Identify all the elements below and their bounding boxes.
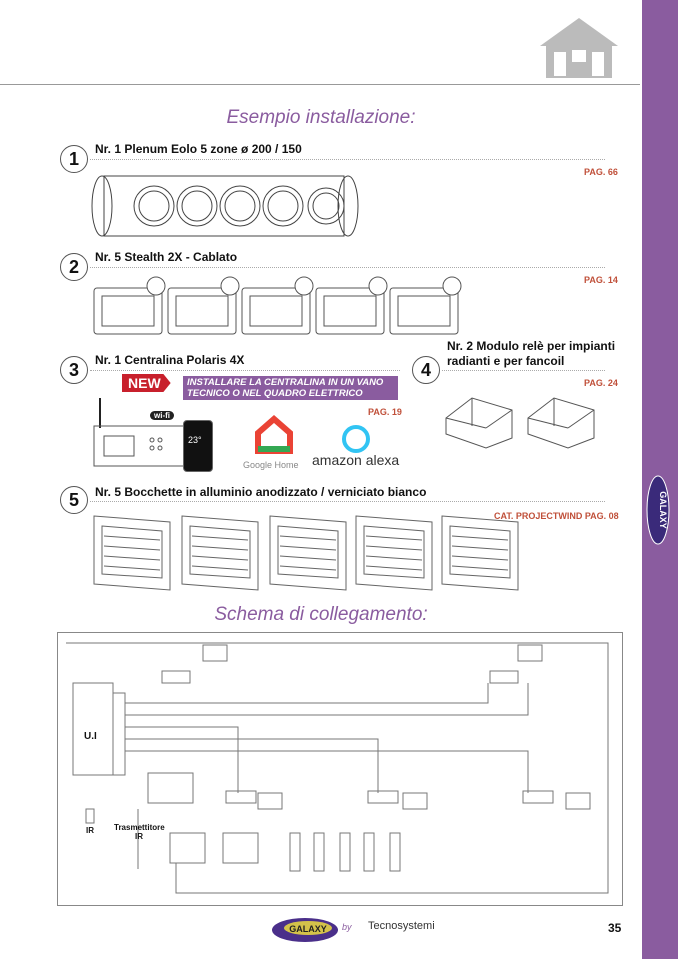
dotted-rule <box>90 370 400 371</box>
transmitter-label: Trasmettitore IR <box>114 823 165 841</box>
grilles-image <box>92 512 532 599</box>
svg-text:GALAXY: GALAXY <box>658 491 668 529</box>
dotted-rule <box>90 267 605 268</box>
sidebar-galaxy-logo: GALAXY <box>636 470 676 550</box>
google-home-label: Google Home <box>243 460 299 470</box>
step-number: 3 <box>60 356 88 384</box>
page-ref: PAG. 19 <box>368 407 402 417</box>
plenum-image <box>90 172 360 249</box>
svg-text:GALAXY: GALAXY <box>289 924 327 934</box>
item-label: Nr. 1 Centralina Polaris 4X <box>95 353 245 367</box>
relay-modules-image <box>442 388 612 455</box>
item-label: Nr. 5 Stealth 2X - Cablato <box>95 250 238 264</box>
step-number: 4 <box>412 356 440 384</box>
section-title-schema: Schema di collegamento: <box>214 604 428 625</box>
item-label: Nr. 1 Plenum Eolo 5 zone ø 200 / 150 <box>95 142 302 156</box>
polaris-controller-image <box>90 388 190 475</box>
page-ref: PAG. 66 <box>584 167 618 177</box>
footer-company: Tecnosystemi <box>368 920 435 932</box>
house-icon <box>538 16 620 85</box>
page-number: 35 <box>608 921 622 935</box>
page-ref: CAT. PROJECTWIND PAG. 08 <box>494 511 619 521</box>
smartphone-image: 23° <box>183 420 213 472</box>
phone-temperature: 23° <box>188 435 202 445</box>
indoor-unit-label: U.I <box>84 731 97 742</box>
item-label: Nr. 5 Bocchette in alluminio anodizzato … <box>95 485 427 499</box>
dotted-rule <box>90 159 605 160</box>
new-badge: NEW <box>122 374 171 392</box>
wifi-badge: wi-fi <box>150 411 174 420</box>
header-rule <box>0 84 640 85</box>
step-number: 5 <box>60 486 88 514</box>
alexa-logo <box>342 425 370 453</box>
step-number: 2 <box>60 253 88 281</box>
sidebar-band: GALAXY <box>642 0 678 959</box>
dotted-rule <box>442 370 605 371</box>
step-number: 1 <box>60 145 88 173</box>
page-ref: PAG. 14 <box>584 275 618 285</box>
section-title-installazione: Esempio installazione: <box>226 107 416 128</box>
footer-by: by <box>342 922 352 932</box>
ir-label: IR <box>86 826 94 835</box>
page-ref: PAG. 24 <box>584 378 618 388</box>
install-note-banner: INSTALLARE LA CENTRALINA IN UN VANO TECN… <box>183 376 398 400</box>
wiring-diagram: U.I IR Trasmettitore IR <box>57 632 623 906</box>
alexa-label: amazon alexa <box>312 452 400 468</box>
galaxy-logo: GALAXY <box>270 915 340 950</box>
stealth-thermostats-image <box>92 276 472 343</box>
google-home-logo <box>254 415 294 460</box>
item-label: Nr. 2 Modulo relè per impianti radianti … <box>447 339 616 368</box>
dotted-rule <box>90 501 605 502</box>
